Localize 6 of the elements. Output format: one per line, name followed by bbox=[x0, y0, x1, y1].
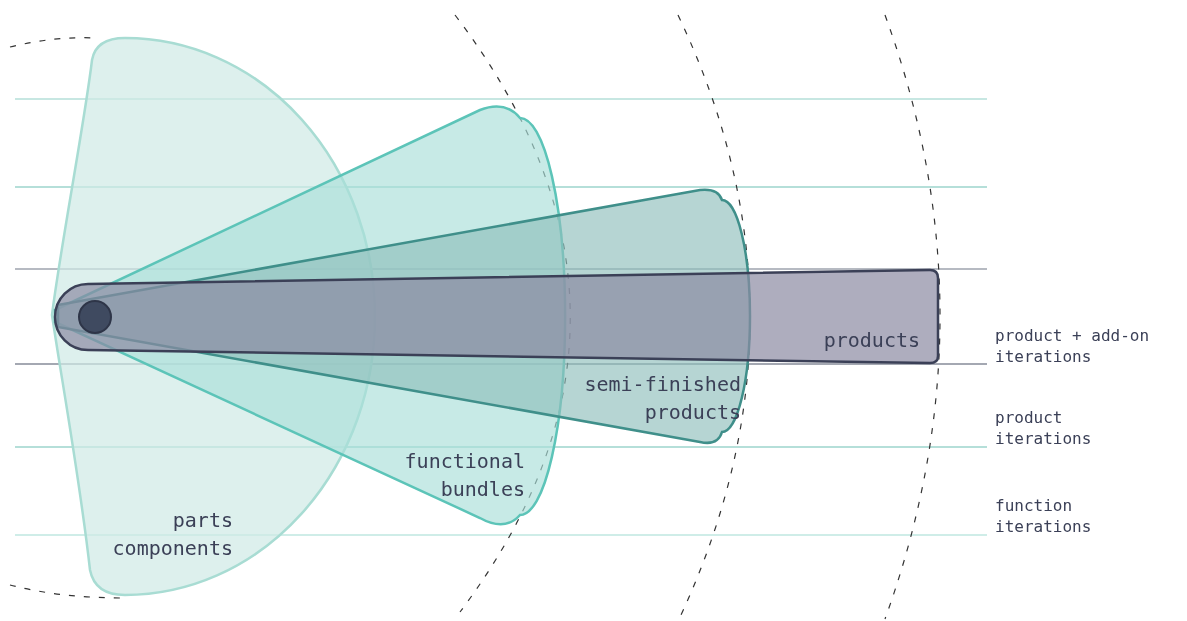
row-label: function iterations bbox=[995, 495, 1093, 537]
row-label: product iterations bbox=[995, 407, 1093, 449]
shape-label: parts components bbox=[111, 507, 233, 562]
row-label: product + add-on iterations bbox=[995, 325, 1151, 367]
shape-label: products bbox=[822, 327, 920, 354]
shape-label: functional bundles bbox=[403, 448, 525, 503]
